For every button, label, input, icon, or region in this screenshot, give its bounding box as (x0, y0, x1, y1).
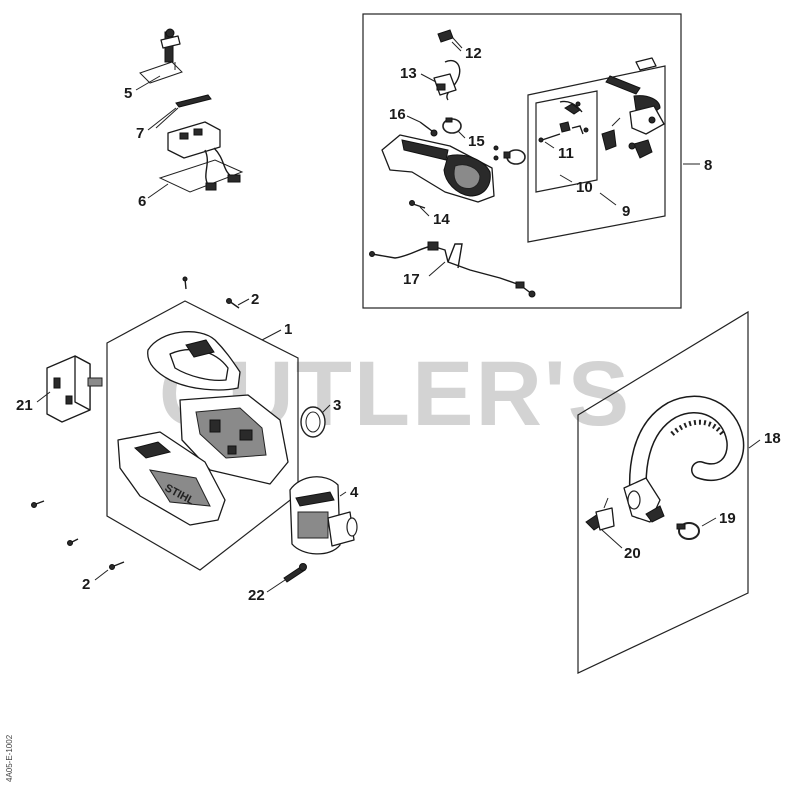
callout-3: 3 (333, 397, 341, 414)
callout-12: 12 (465, 45, 482, 62)
screw-left-2 (67, 538, 79, 546)
callout-15: 15 (468, 133, 485, 150)
part-14-screw (409, 200, 426, 209)
part-15-clamp (442, 117, 462, 134)
screw-top-housing (182, 276, 188, 290)
part-20-fitting (585, 497, 615, 531)
part-21-end-cover (46, 355, 103, 423)
callout-10: 10 (576, 179, 593, 196)
callout-8: 8 (704, 157, 712, 174)
callout-6: 6 (138, 193, 146, 210)
callout-2-lower: 2 (82, 576, 90, 593)
part-11-pin (538, 133, 561, 143)
frame-switch-subkit (535, 90, 598, 193)
part-3-seal-ring (300, 406, 326, 438)
part-2-screw-lower (109, 561, 125, 570)
callout-9: 9 (622, 203, 630, 220)
part-10-switch-subkit (559, 100, 589, 135)
part-16-screw (419, 121, 438, 137)
part-18-loop-handle (623, 395, 745, 523)
part-6-circuit-board (158, 121, 244, 193)
callout-numbers: 5 7 6 1 2 3 4 21 2 22 8 9 10 11 12 13 16… (16, 45, 781, 604)
callout-4: 4 (350, 484, 359, 501)
part-19-hose-clamp (676, 522, 700, 540)
callout-22: 22 (248, 587, 265, 604)
part-9-trigger-set (601, 57, 665, 159)
part-1-housing-shell: STIHL (117, 331, 289, 526)
part-17-cable-harness (369, 241, 536, 298)
handle-housing (381, 134, 495, 203)
part-22-screw (283, 563, 307, 583)
screw-left-1 (31, 500, 45, 508)
frame-switch-kit (527, 65, 666, 243)
part-7-insulating-strip (155, 94, 212, 129)
drawing-code: 4A05-E-1002 (5, 734, 14, 782)
callout-19: 19 (719, 510, 736, 527)
callout-21: 21 (16, 397, 33, 414)
part-13-sensor-cable (433, 59, 461, 101)
frame-loop-handle (577, 310, 749, 674)
callout-1: 1 (284, 321, 292, 338)
part-4-motor (289, 476, 358, 555)
callout-13: 13 (400, 65, 417, 82)
part-5-switch-lever (139, 28, 183, 84)
callout-14: 14 (433, 211, 450, 228)
callout-16: 16 (389, 106, 406, 123)
leader-lines (36, 41, 761, 593)
callout-17: 17 (403, 271, 420, 288)
callout-20: 20 (624, 545, 641, 562)
part-2-screw-upper (226, 298, 240, 309)
part-12-clip (437, 29, 463, 49)
callout-11: 11 (558, 145, 574, 162)
callout-7: 7 (136, 125, 144, 142)
callout-2-upper: 2 (251, 291, 259, 308)
frame-handle-assembly (362, 13, 682, 309)
callout-18: 18 (764, 430, 781, 447)
callout-5: 5 (124, 85, 132, 102)
handle-side-clamp (493, 145, 526, 165)
